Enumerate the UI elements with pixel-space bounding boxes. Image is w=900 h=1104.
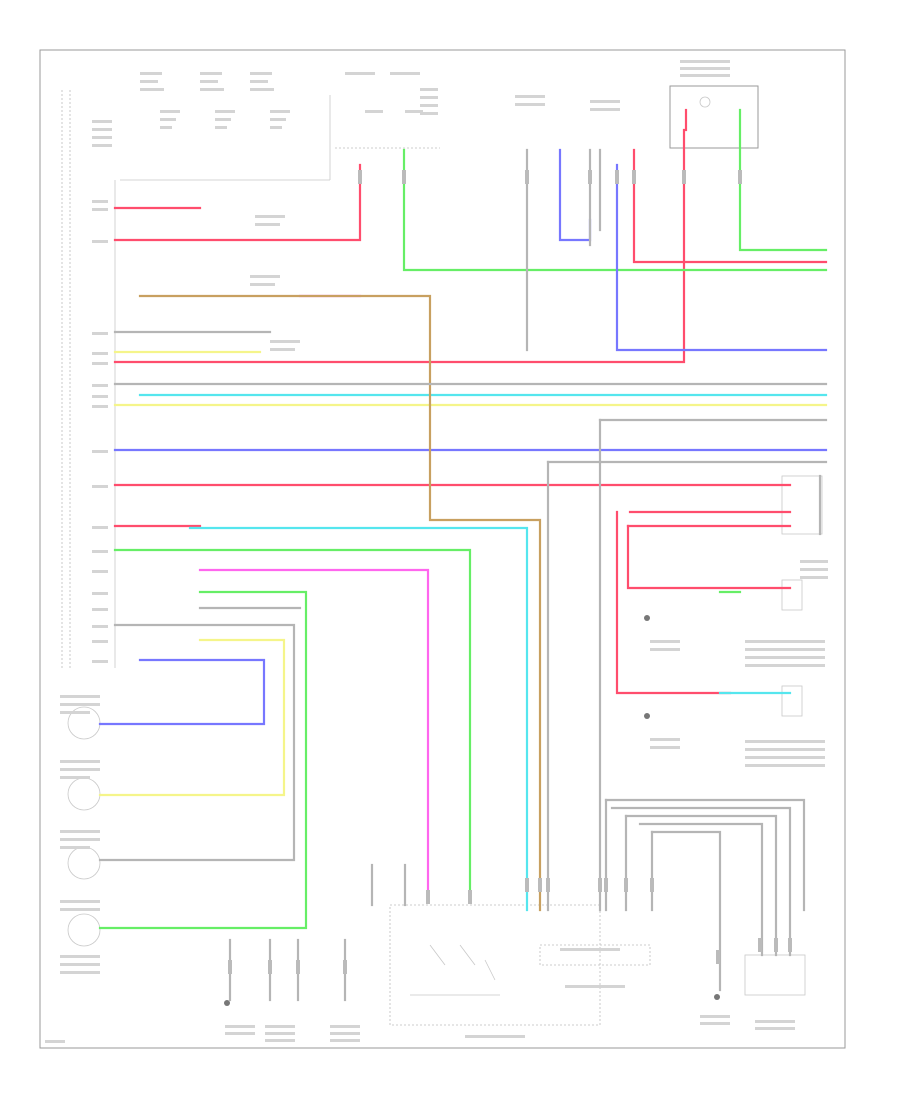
top-right-component-box (669, 85, 759, 149)
wire-yellow (98, 638, 286, 797)
illegible-labels (45, 60, 828, 1043)
connector-icon (682, 170, 686, 184)
connector-icon (402, 170, 406, 184)
connector-icon (228, 960, 232, 974)
connector-icon (788, 938, 792, 952)
right-connector-box-1 (781, 475, 823, 535)
wire-green (98, 590, 308, 930)
ground-symbol-icon (644, 615, 650, 621)
wire-gray (610, 806, 792, 957)
wire-red (113, 128, 686, 364)
relay-contact-1 (429, 944, 446, 966)
connector-icon (426, 890, 430, 904)
ground-symbol-icon (714, 994, 720, 1000)
wire-gray (650, 830, 722, 992)
wire-green (738, 108, 828, 252)
relay-contact-2 (459, 944, 476, 966)
wire-magenta (198, 568, 430, 902)
switch-symbol-icon (67, 777, 101, 811)
wire-blue (615, 163, 828, 352)
ground-symbol-icon (224, 1000, 230, 1006)
connector-icon (738, 170, 742, 184)
right-connector-box-2 (781, 579, 803, 611)
wire-gray (98, 623, 296, 862)
switch-symbol-icon (67, 913, 101, 947)
connector-ticks (228, 170, 792, 974)
connector-icon (615, 170, 619, 184)
connector-icon (358, 170, 362, 184)
connector-icon (650, 878, 654, 892)
connector-icon (468, 890, 472, 904)
wire-gray (624, 814, 778, 957)
wire-tan (138, 294, 542, 912)
connector-icon (343, 960, 347, 974)
wire-gray (638, 822, 764, 957)
connector-icon (774, 938, 778, 952)
wire-green (402, 148, 828, 272)
relay-box (539, 944, 651, 966)
connector-icon (268, 960, 272, 974)
bottom-right-component (744, 954, 806, 996)
right-connector-box-3 (781, 685, 803, 717)
connector-icon (604, 878, 608, 892)
connector-icon (632, 170, 636, 184)
connector-icon (546, 878, 550, 892)
connector-icon (758, 938, 762, 952)
switch-symbol-icon (67, 846, 101, 880)
connector-icon (525, 170, 529, 184)
connector-icon (716, 950, 720, 964)
relay-contact-3 (484, 959, 496, 981)
wire-red (615, 510, 732, 695)
ground-symbol-icon (644, 713, 650, 719)
connector-icon (525, 878, 529, 892)
wire-gray (604, 798, 806, 912)
wire-cyan (188, 526, 529, 912)
motor-icon (699, 96, 711, 108)
connector-icon (624, 878, 628, 892)
connector-icon (588, 170, 592, 184)
diagram-frame (39, 49, 846, 1049)
connector-icon (538, 878, 542, 892)
wire-blue (558, 148, 592, 242)
wire-red (113, 163, 362, 242)
connector-icon (598, 878, 602, 892)
wire-blue (98, 658, 266, 726)
bottom-junction-block (389, 904, 601, 1026)
wire-red (632, 148, 828, 264)
connector-icon (296, 960, 300, 974)
wire-red (626, 524, 792, 590)
wire-green (113, 548, 472, 902)
